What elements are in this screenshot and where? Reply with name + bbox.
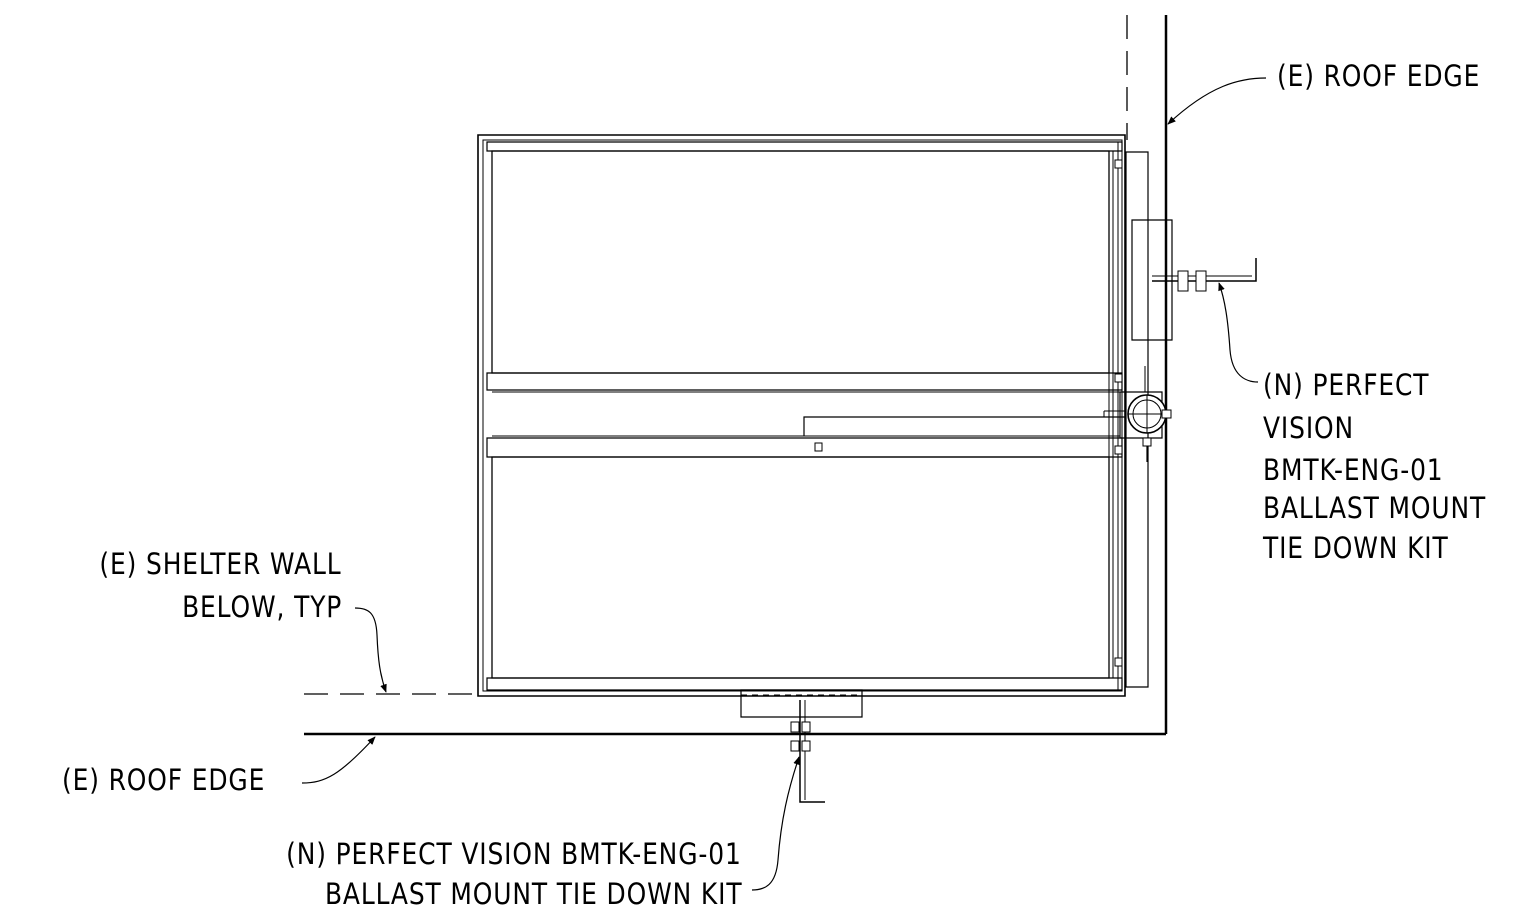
tie-down-right-label-line-3: BMTK-ENG-01 [1263,453,1444,487]
roof-edge-left-label: (E) ROOF EDGE [62,763,266,797]
equipment-frame [478,135,1126,696]
tie-down-right-label-line-1: (N) PERFECT [1263,368,1430,402]
frame-bolts [815,160,1122,666]
leader-lines [302,78,1266,890]
shelter-wall-dashed [304,15,1127,694]
tie-down-bottom-label-line-2: BALLAST MOUNT TIE DOWN KIT [324,877,742,911]
shelter-wall-label-line-1: (E) SHELTER WALL [99,547,342,581]
roof-edge-lines [304,15,1166,734]
tie-down-right-label-line-5: TIE DOWN KIT [1263,531,1449,565]
tie-down-right-label-line-4: BALLAST MOUNT [1263,491,1487,525]
shelter-wall-label-line-2: BELOW, TYP [181,590,342,624]
tie-down-right-label-line-2: VISION [1263,411,1355,445]
roof-edge-top-label: (E) ROOF EDGE [1277,59,1481,93]
ballast-tray-bottom [741,690,862,802]
mast-clamp [1120,366,1171,462]
tie-down-bottom-label-line-1: (N) PERFECT VISION BMTK-ENG-01 [286,837,742,871]
